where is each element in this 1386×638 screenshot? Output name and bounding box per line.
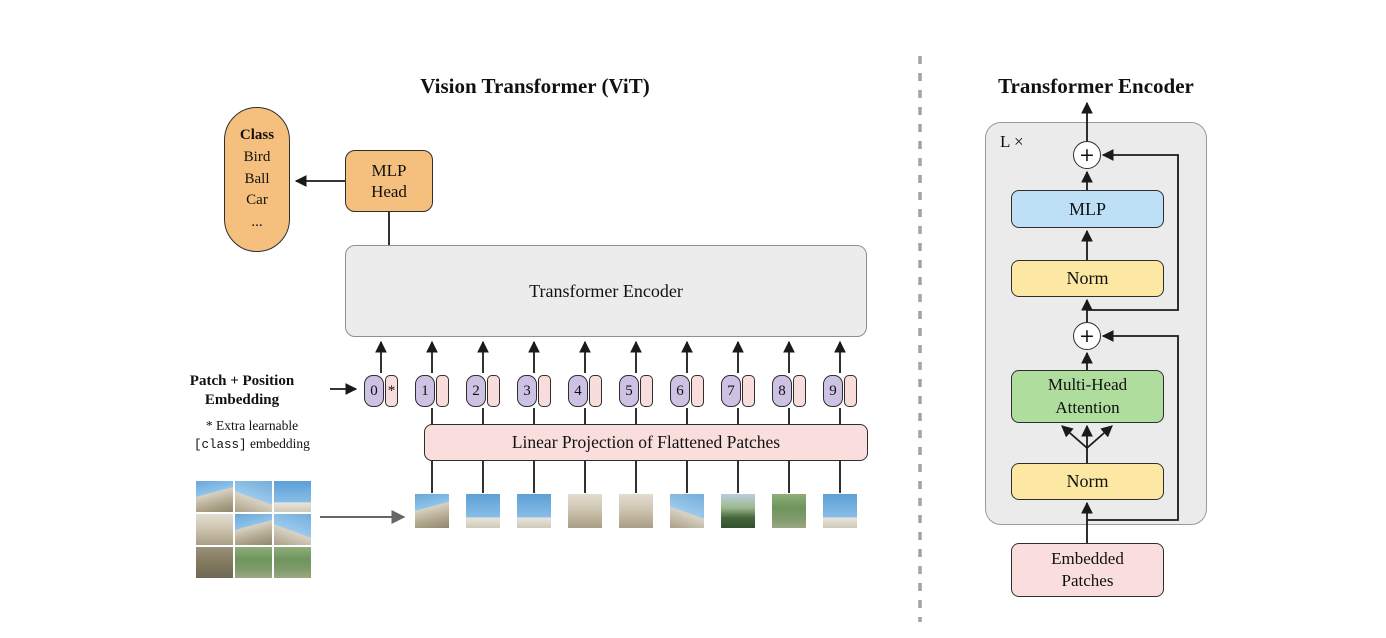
position-embedding-0: 0 bbox=[364, 375, 384, 407]
position-embedding-3: 3 bbox=[517, 375, 537, 407]
token-unit-7: 7 bbox=[721, 375, 755, 407]
embedded-line2: Patches bbox=[1061, 571, 1114, 590]
patch-embedding-7 bbox=[742, 375, 755, 407]
token-unit-5: 5 bbox=[619, 375, 653, 407]
position-embedding-7: 7 bbox=[721, 375, 741, 407]
image-patch-row-2 bbox=[466, 494, 500, 528]
mlp-head-line2: Head bbox=[371, 182, 407, 201]
embedded-line1: Embedded bbox=[1051, 548, 1124, 568]
norm-block-top: Norm bbox=[1011, 260, 1164, 297]
token-unit-6: 6 bbox=[670, 375, 704, 407]
position-embedding-4: 4 bbox=[568, 375, 588, 407]
right-panel-wires bbox=[1061, 101, 1179, 543]
image-patch-row-1 bbox=[415, 494, 449, 528]
linear-projection-label: Linear Projection of Flattened Patches bbox=[511, 432, 781, 452]
patch-embedding-9 bbox=[844, 375, 857, 407]
image-grid-patch-4 bbox=[196, 514, 233, 545]
mlp-head-box: MLP Head bbox=[345, 150, 433, 212]
class-pill-heading: Class bbox=[239, 127, 275, 144]
class-pill-item: Bird bbox=[243, 148, 271, 165]
token-to-encoder-arrows bbox=[375, 340, 846, 373]
residual-add-top-node: + bbox=[1073, 141, 1101, 169]
projection-to-token-lines bbox=[431, 408, 841, 424]
class-pill-item: Car bbox=[246, 192, 268, 209]
embedded-patches-box: Embedded Patches bbox=[1011, 543, 1164, 597]
right-panel-title: Transformer Encoder bbox=[998, 74, 1194, 98]
token-unit-3: 3 bbox=[517, 375, 551, 407]
plus-sign: + bbox=[1079, 325, 1095, 347]
token-unit-2: 2 bbox=[466, 375, 500, 407]
encoder-detail-container bbox=[985, 122, 1207, 525]
note-class-code: [class] bbox=[194, 438, 247, 453]
token-unit-1: 1 bbox=[415, 375, 449, 407]
patch-position-embedding-label: Patch + Position Embedding bbox=[158, 372, 326, 410]
patch-embedding-1 bbox=[436, 375, 449, 407]
class-pill-item: Ball bbox=[244, 170, 270, 187]
layer-repeat-label: L × bbox=[1000, 132, 1024, 151]
attention-line2: Attention bbox=[1055, 397, 1120, 417]
image-grid-patch-6 bbox=[274, 514, 311, 545]
note-rest: embedding bbox=[246, 436, 310, 452]
mlp-block: MLP bbox=[1011, 190, 1164, 228]
residual-skip-lower bbox=[1087, 330, 1179, 521]
position-embedding-9: 9 bbox=[823, 375, 843, 407]
image-patch-row-4 bbox=[568, 494, 602, 528]
patch-embedding-4 bbox=[589, 375, 602, 407]
patch-embedding-3 bbox=[538, 375, 551, 407]
image-patch-row-5 bbox=[619, 494, 653, 528]
patch-embedding-5 bbox=[640, 375, 653, 407]
norm-to-attention-fan-arrows bbox=[1061, 424, 1113, 463]
linear-projection-box: Linear Projection of Flattened Patches bbox=[424, 424, 868, 461]
token-unit-0: 0 * bbox=[364, 375, 398, 407]
image-grid-patch-1 bbox=[196, 481, 233, 512]
position-embedding-8: 8 bbox=[772, 375, 792, 407]
class-token-patch: * bbox=[385, 375, 398, 407]
image-grid-patch-2 bbox=[235, 481, 272, 512]
token-unit-8: 8 bbox=[772, 375, 806, 407]
image-grid-patch-5 bbox=[235, 514, 272, 545]
image-grid-patch-8 bbox=[235, 547, 272, 578]
patch-embedding-6 bbox=[691, 375, 704, 407]
transformer-encoder-label: Transformer Encoder bbox=[529, 280, 683, 301]
position-embedding-6: 6 bbox=[670, 375, 690, 407]
norm-block-bottom: Norm bbox=[1011, 463, 1164, 500]
image-grid-patch-3 bbox=[274, 481, 311, 512]
image-grid-patch-7 bbox=[196, 547, 233, 578]
class-pill-item: ... bbox=[251, 214, 263, 231]
mlp-block-label: MLP bbox=[1068, 198, 1106, 219]
attention-line1: Multi-Head bbox=[1047, 375, 1128, 395]
left-panel-title: Vision Transformer (ViT) bbox=[420, 74, 650, 98]
class-embedding-note: * Extra learnable [class] embedding bbox=[168, 417, 336, 454]
residual-skip-upper bbox=[1087, 149, 1179, 311]
multi-head-attention-block: Multi-Head Attention bbox=[1011, 370, 1164, 423]
token-unit-4: 4 bbox=[568, 375, 602, 407]
image-patch-row-8 bbox=[772, 494, 806, 528]
patch-position-line1: Patch + Position bbox=[189, 373, 295, 389]
residual-add-bottom-node: + bbox=[1073, 322, 1101, 350]
plus-sign: + bbox=[1079, 144, 1095, 166]
position-embedding-2: 2 bbox=[466, 375, 486, 407]
patch-embedding-8 bbox=[793, 375, 806, 407]
token-unit-9: 9 bbox=[823, 375, 857, 407]
mlp-head-line1: MLP bbox=[371, 160, 407, 180]
norm-bottom-label: Norm bbox=[1066, 471, 1109, 491]
left-panel-wires bbox=[294, 175, 846, 493]
norm-top-label: Norm bbox=[1066, 268, 1109, 288]
class-output-pill: Class Bird Ball Car ... bbox=[224, 107, 290, 252]
image-patch-row-7 bbox=[721, 494, 755, 528]
note-line2: [class] embedding bbox=[168, 435, 336, 454]
image-patch-row-6 bbox=[670, 494, 704, 528]
class-star: * bbox=[387, 382, 396, 399]
transformer-encoder-box: Transformer Encoder bbox=[345, 245, 867, 337]
position-embedding-5: 5 bbox=[619, 375, 639, 407]
position-embedding-1: 1 bbox=[415, 375, 435, 407]
image-grid-patch-9 bbox=[274, 547, 311, 578]
patch-position-line2: Embedding bbox=[204, 391, 280, 408]
note-line1: * Extra learnable bbox=[205, 418, 299, 433]
patch-to-projection-lines bbox=[431, 461, 841, 493]
image-patch-row-3 bbox=[517, 494, 551, 528]
image-patch-row-9 bbox=[823, 494, 857, 528]
patch-embedding-2 bbox=[487, 375, 500, 407]
